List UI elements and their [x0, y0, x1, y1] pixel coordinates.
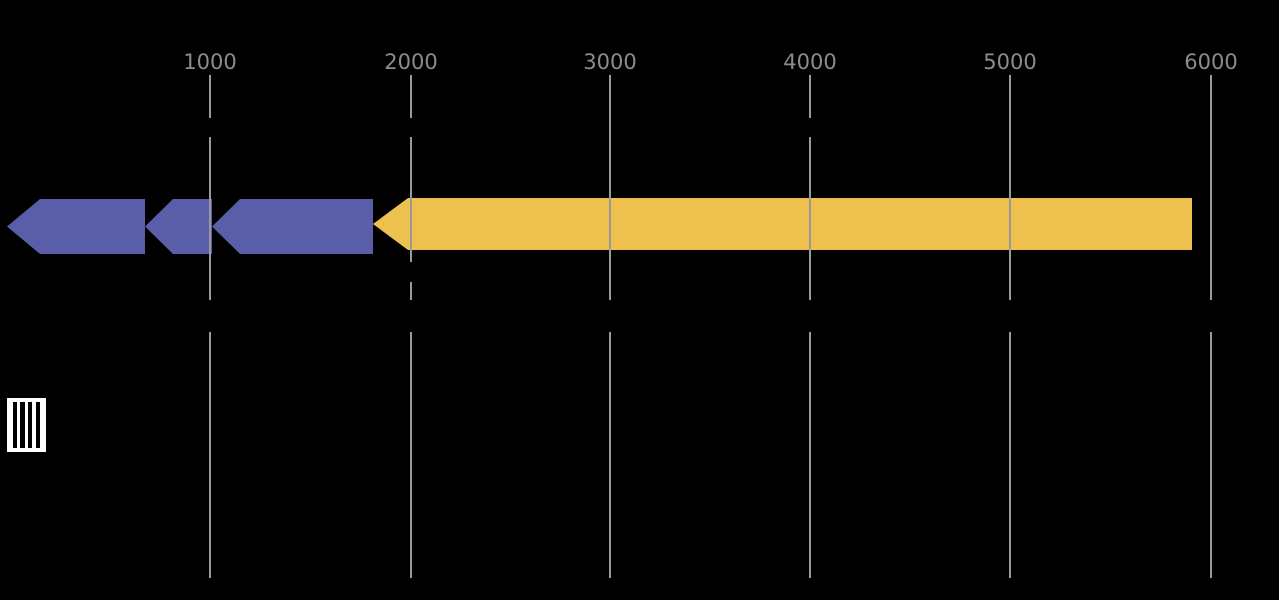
legend-stripe-2 — [28, 402, 33, 448]
feature-arrow-feature-2[interactable] — [145, 199, 212, 254]
gridline-gap-2000-1 — [409, 262, 413, 282]
gridline-gap-2000-0 — [409, 118, 413, 137]
gridline-gap-2000-2 — [409, 300, 413, 332]
feature-arrow-shape — [212, 199, 373, 254]
x-axis-tick-label-5000: 5000 — [983, 50, 1037, 74]
x-axis-tick-label-4000: 4000 — [783, 50, 837, 74]
feature-arrow-shape — [7, 199, 145, 254]
x-axis-tick-label-2000: 2000 — [384, 50, 438, 74]
x-axis-tick-label-3000: 3000 — [583, 50, 637, 74]
feature-arrow-feature-3[interactable] — [212, 199, 373, 254]
gridline-gap-5000-0 — [1008, 300, 1012, 332]
gridline-gap-4000-1 — [808, 300, 812, 332]
x-axis-tick-label-1000: 1000 — [183, 50, 237, 74]
gridline-gap-1000-0 — [208, 118, 212, 137]
feature-arrow-shape — [373, 198, 1192, 250]
x-axis-tick-label-6000: 6000 — [1184, 50, 1238, 74]
gridline-gap-1000-1 — [208, 300, 212, 332]
feature-arrow-feature-4[interactable] — [373, 198, 1192, 250]
gridline-gap-4000-0 — [808, 118, 812, 137]
legend-stripe-1 — [20, 402, 25, 448]
striped-scale-swatch-icon[interactable] — [7, 398, 46, 452]
feature-arrow-shape — [145, 199, 212, 254]
gridline-gap-6000-0 — [1209, 300, 1213, 332]
feature-arrow-feature-1[interactable] — [7, 199, 145, 254]
legend-stripe-0 — [12, 402, 17, 448]
gridline-gap-3000-0 — [608, 300, 612, 332]
legend-stripe-3 — [35, 402, 41, 448]
